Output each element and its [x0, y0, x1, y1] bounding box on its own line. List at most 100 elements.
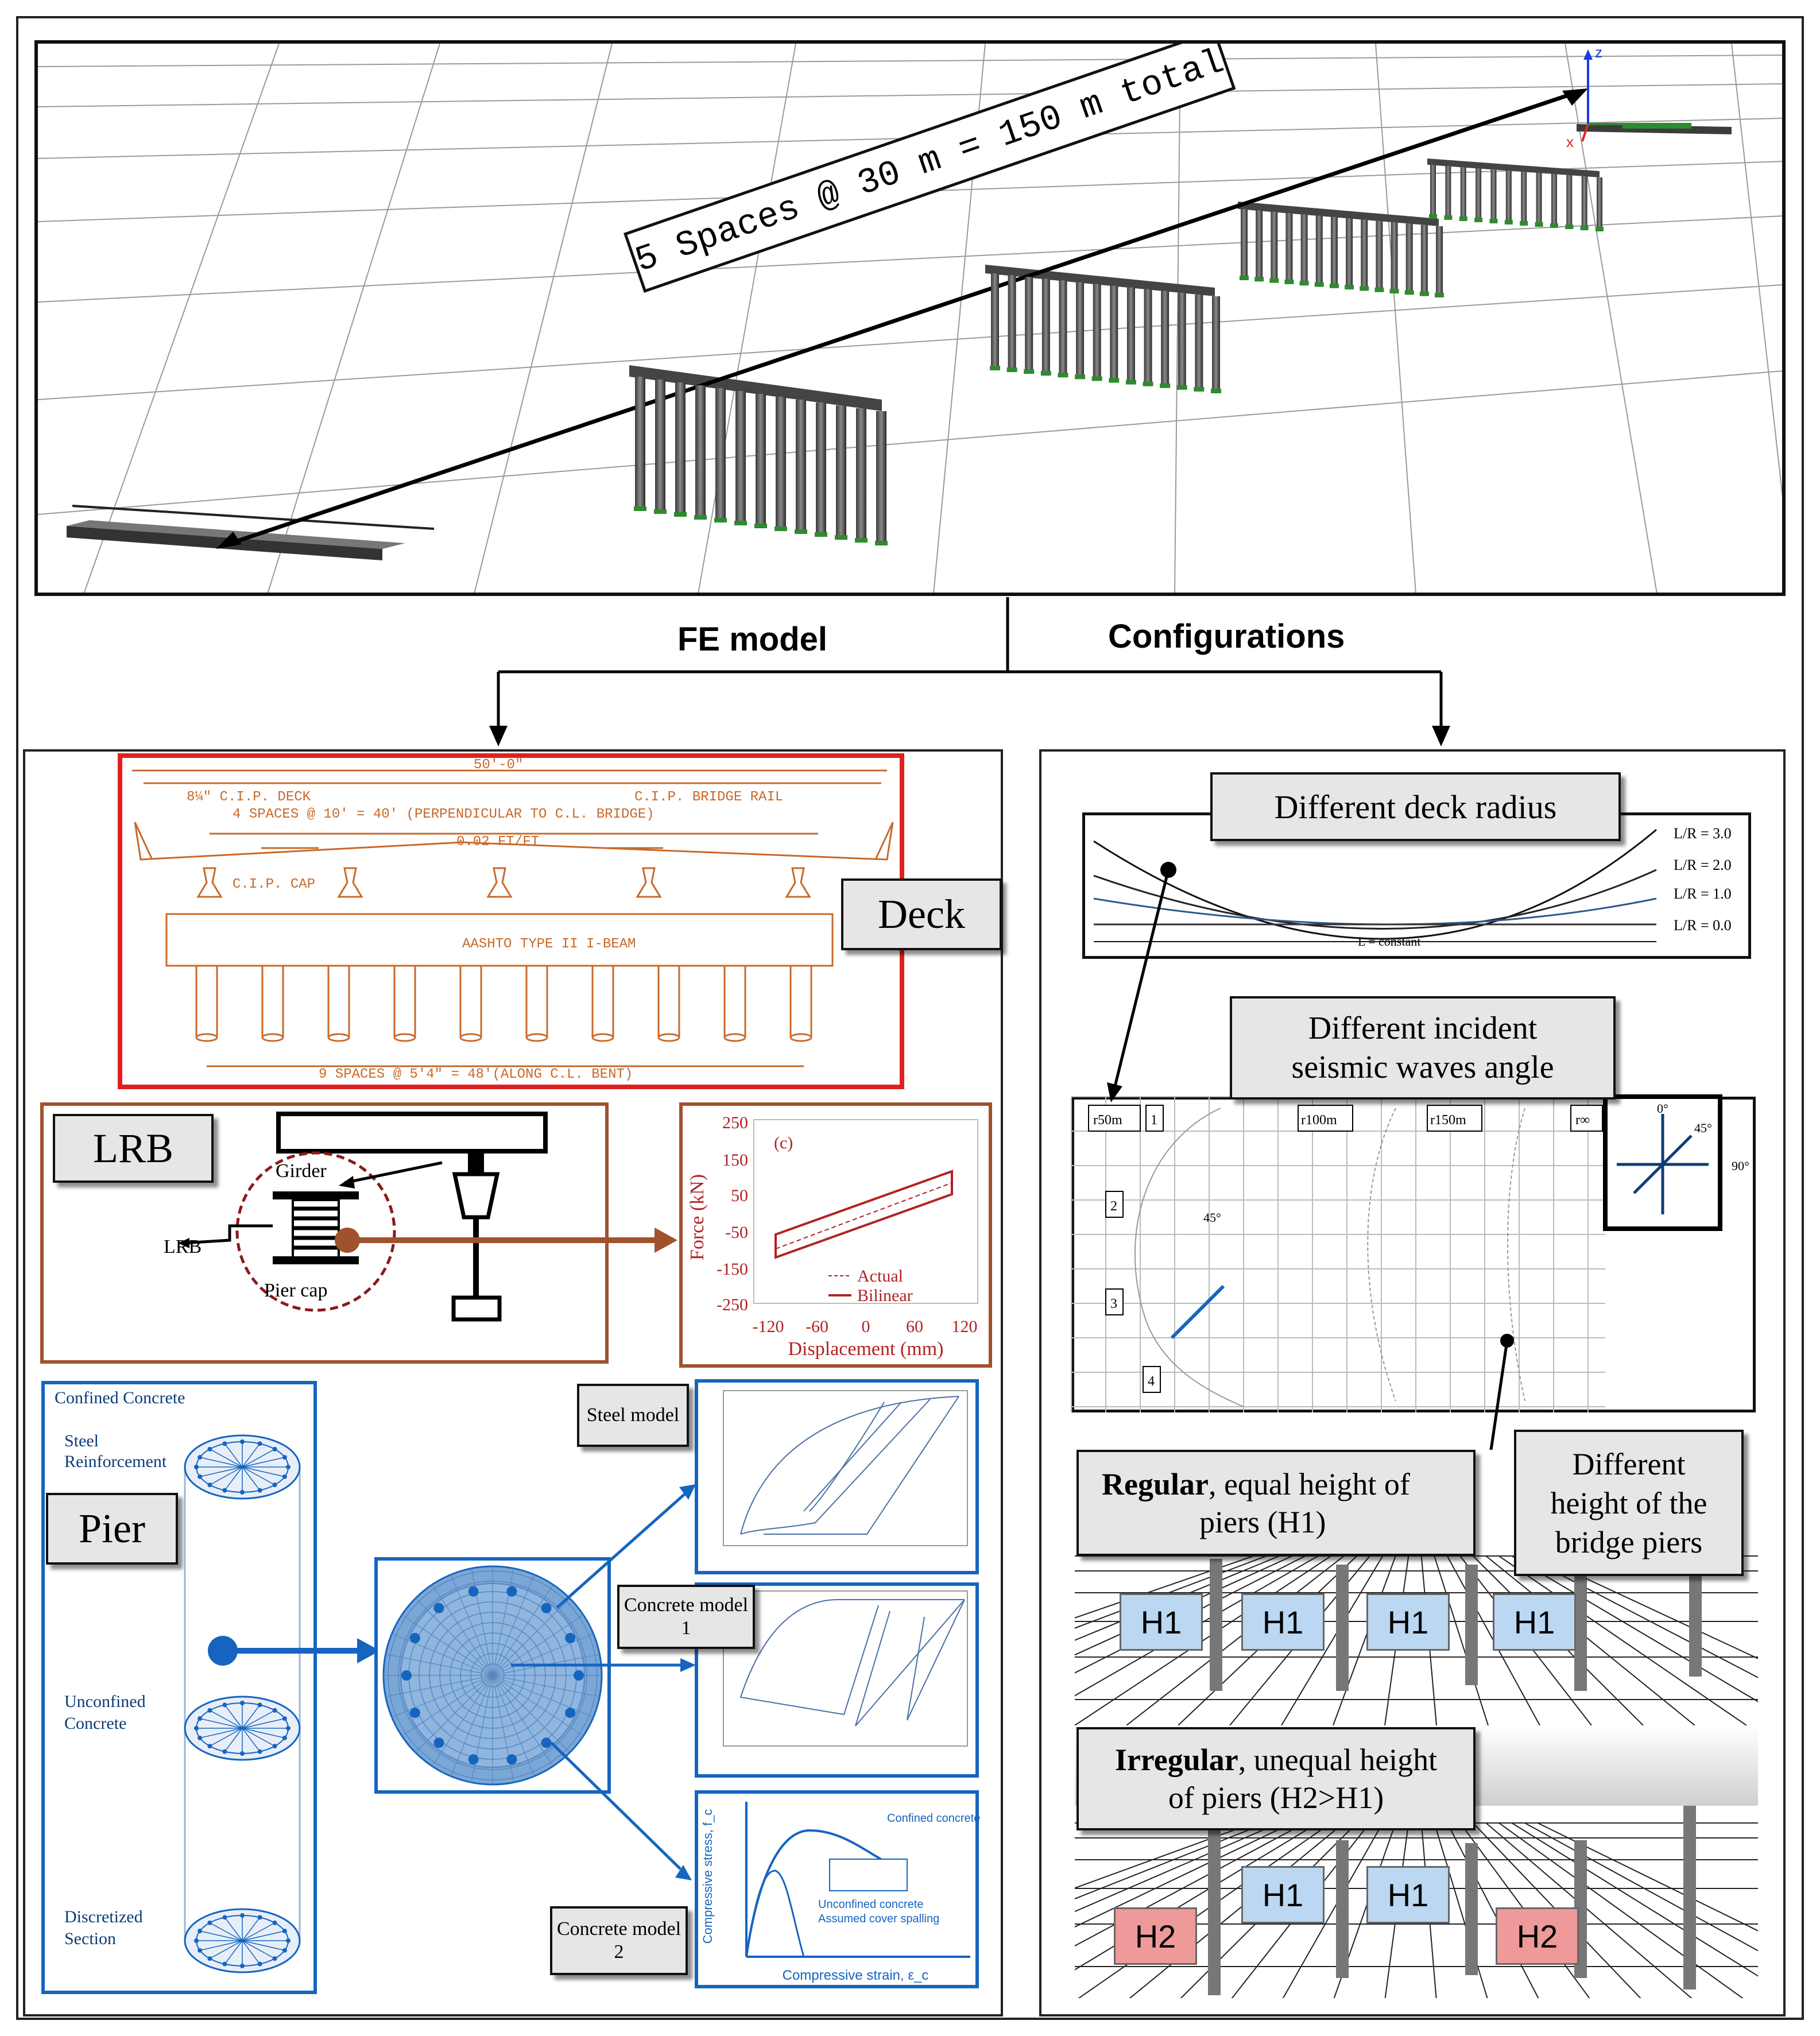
svg-text:r∞: r∞	[1575, 1113, 1590, 1128]
svg-text:150: 150	[722, 1151, 748, 1170]
svg-text:Force (kN): Force (kN)	[687, 1174, 708, 1260]
bent-columns-4	[1429, 165, 1604, 231]
svg-text:L = constant: L = constant	[1358, 934, 1420, 949]
svg-text:3: 3	[1110, 1296, 1117, 1311]
deck-section	[118, 753, 904, 1089]
span-arrow	[226, 90, 1578, 547]
lrb-plot-drawing: (c) 250 150 50 -50 -150 -250 -120 -60 0 …	[687, 1113, 978, 1360]
bridge-3d-drawing: z x	[38, 44, 1782, 593]
bridge-3d-view: z x 5 Spaces @ 30 m = 150 m total	[34, 40, 1786, 596]
svg-text:8¼" C.I.P. DECK: 8¼" C.I.P. DECK	[187, 789, 311, 805]
concrete-model-1-label: Concrete model 1	[617, 1585, 755, 1649]
irregular-h1-box-2: H1	[1366, 1866, 1450, 1923]
axis-x-label: x	[1566, 133, 1574, 150]
perspective-grid	[38, 44, 1782, 593]
fe-model-title: FE model	[677, 621, 828, 658]
seismic-angle-drawing: 0° 45° 90° 45° r50m r100m r150m r∞ 1 2 3…	[1071, 1094, 1749, 1412]
confined-concrete-label: Confined Concrete	[55, 1388, 185, 1407]
svg-text:9 SPACES @ 5'4" = 48'(ALONG C.: 9 SPACES @ 5'4" = 48'(ALONG C.L. BENT)	[319, 1067, 633, 1082]
svg-text:45°: 45°	[1203, 1210, 1221, 1225]
discretized-section-label: Discretized Section	[64, 1907, 143, 1948]
svg-text:Assumed cover spalling: Assumed cover spalling	[818, 1913, 939, 1925]
svg-text:Displacement (mm): Displacement (mm)	[788, 1338, 944, 1360]
lrb-arrowhead	[655, 1228, 677, 1253]
steel-model-label: Steel model	[577, 1384, 689, 1447]
left-abutment	[67, 505, 435, 560]
svg-text:1: 1	[1151, 1113, 1157, 1128]
fiber-section-drawing	[382, 1565, 603, 1786]
concrete-model-1-curve	[723, 1590, 968, 1747]
svg-text:C.I.P. CAP: C.I.P. CAP	[233, 877, 315, 892]
svg-text:C.I.P. BRIDGE RAIL: C.I.P. BRIDGE RAIL	[634, 789, 783, 805]
pier-label: Pier	[46, 1493, 178, 1565]
svg-text:2: 2	[1110, 1199, 1117, 1214]
lrb-section	[40, 1102, 609, 1364]
irregular-label: Irregular, unequal height of piers (H2>H…	[1076, 1727, 1476, 1830]
svg-text:L/R = 0.0: L/R = 0.0	[1674, 917, 1732, 934]
svg-text:AASHTO TYPE II I-BEAM: AASHTO TYPE II I-BEAM	[462, 936, 636, 952]
irregular-h2-box-1: H2	[1114, 1907, 1197, 1965]
right-abutment	[1577, 123, 1732, 134]
regular-grid	[1075, 1555, 1758, 1725]
svg-text:Bilinear: Bilinear	[857, 1286, 913, 1305]
svg-text:0: 0	[862, 1317, 870, 1336]
svg-text:50'-0": 50'-0"	[474, 757, 523, 773]
svg-text:-150: -150	[717, 1260, 748, 1279]
svg-text:r50m: r50m	[1093, 1113, 1122, 1128]
concrete-model-2-label: Concrete model 2	[550, 1906, 688, 1975]
svg-text:Compressive strain, ε_c: Compressive strain, ε_c	[783, 1968, 929, 1983]
pier-column-drawing	[184, 1434, 380, 1973]
regular-label: Regular, equal height of piers (H1)	[1076, 1450, 1476, 1556]
svg-text:45°: 45°	[1694, 1121, 1712, 1135]
configurations-panel	[1039, 749, 1786, 2016]
svg-text:L/R = 2.0: L/R = 2.0	[1674, 857, 1732, 873]
svg-text:0°: 0°	[1657, 1101, 1668, 1116]
deck-drawing: 50'-0" 8¼" C.I.P. DECK C.I.P. BRIDGE RAI…	[132, 757, 894, 1082]
svg-text:50: 50	[731, 1186, 748, 1205]
svg-text:0.02 FT/FT: 0.02 FT/FT	[456, 834, 539, 850]
unconfined-concrete-label: Unconfined Concrete	[64, 1692, 146, 1733]
svg-text:120: 120	[952, 1317, 978, 1336]
regular-h1-box-3: H1	[1366, 1593, 1450, 1651]
svg-text:r100m: r100m	[1301, 1113, 1337, 1128]
outer-frame	[16, 16, 1804, 2020]
svg-text:-60: -60	[806, 1317, 828, 1336]
steel-model-curve	[723, 1390, 968, 1546]
svg-text:90°: 90°	[1732, 1159, 1749, 1173]
regular-h1-box-1: H1	[1120, 1593, 1203, 1651]
regular-h1-box-4: H1	[1493, 1593, 1576, 1651]
axis-z-label: z	[1595, 44, 1602, 61]
svg-text:Actual: Actual	[857, 1267, 903, 1286]
svg-text:250: 250	[722, 1113, 748, 1132]
svg-text:L/R = 3.0: L/R = 3.0	[1674, 825, 1732, 842]
irregular-h1-box-1: H1	[1241, 1866, 1325, 1923]
bent-columns-2	[990, 273, 1221, 393]
deck-radius-label: Different deck radius	[1210, 772, 1621, 841]
bent-columns-1	[634, 377, 888, 545]
concrete-model-2-curve: Confined concrete Unconfined concrete As…	[700, 1802, 980, 1983]
svg-text:Compressive stress, f_c: Compressive stress, f_c	[700, 1809, 715, 1944]
svg-text:Girder: Girder	[276, 1160, 327, 1182]
svg-text:4: 4	[1148, 1374, 1155, 1389]
configurations-title: Configurations	[1108, 618, 1345, 655]
lrb-label: LRB	[53, 1114, 214, 1183]
svg-text:Pier cap: Pier cap	[264, 1280, 327, 1301]
regular-h1-box-2: H1	[1241, 1593, 1325, 1651]
svg-text:-250: -250	[717, 1295, 748, 1314]
svg-text:60: 60	[906, 1317, 923, 1336]
svg-text:Confined concrete: Confined concrete	[887, 1812, 980, 1825]
svg-text:-120: -120	[753, 1317, 784, 1336]
steel-reinforcement-label: Steel Reinforcement	[64, 1431, 167, 1471]
pier-bent-4	[1427, 158, 1600, 177]
bent-columns-3	[1240, 209, 1444, 297]
svg-text:4 SPACES @ 10' = 40' (PERPENDI: 4 SPACES @ 10' = 40' (PERPENDICULAR TO C…	[233, 807, 655, 822]
irregular-h2-box-2: H2	[1496, 1907, 1579, 1965]
pier-bent-1	[629, 365, 882, 411]
svg-text:(c): (c)	[774, 1133, 793, 1152]
pier-bent-3	[1238, 202, 1439, 226]
pier-column-panel	[41, 1381, 317, 1994]
svg-text:Unconfined concrete: Unconfined concrete	[818, 1898, 923, 1911]
lrb-drawing: Girder LRB Pier cap	[164, 1112, 660, 1322]
